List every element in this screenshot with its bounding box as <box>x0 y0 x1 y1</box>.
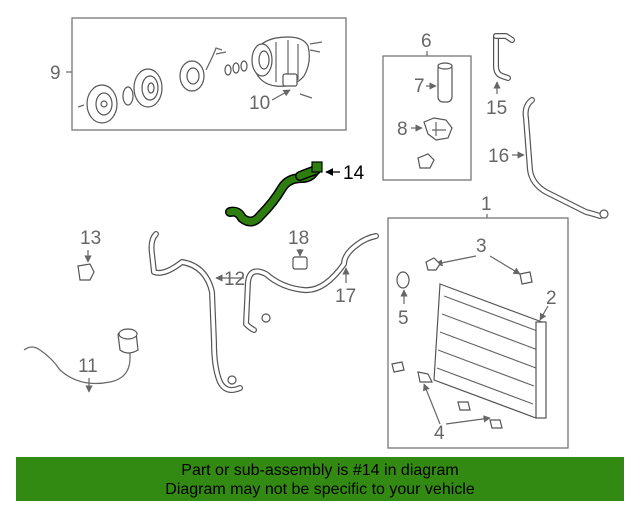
harness-11: 11 <box>23 328 139 393</box>
receiver-drier-group: 6 7 8 <box>382 31 472 181</box>
part-13: 13 <box>77 228 101 281</box>
bushing-5 <box>396 271 410 289</box>
info-banner: Part or sub-assembly is #14 in diagram D… <box>16 457 624 501</box>
condenser-tank <box>535 321 547 419</box>
callout-3: 3 <box>476 236 487 257</box>
drier-plug <box>417 153 435 169</box>
hose-12: 12 <box>148 231 245 393</box>
drier-cartridge <box>437 63 453 103</box>
callout-18: 18 <box>288 228 309 249</box>
drier-bracket <box>423 117 453 141</box>
callout-1: 1 <box>481 194 492 215</box>
callout-11: 11 <box>78 356 98 377</box>
callout-12: 12 <box>224 269 245 290</box>
callout-10: 10 <box>249 93 270 114</box>
banner-line-2: Diagram may not be specific to your vehi… <box>165 481 475 498</box>
compressor-box <box>71 17 347 131</box>
part-18: 18 <box>288 228 309 270</box>
compressor-group: 9 10 <box>50 17 347 131</box>
receiver-box <box>382 55 472 181</box>
callout-13: 13 <box>80 228 101 249</box>
bracket-13 <box>77 263 95 281</box>
callout-8: 8 <box>397 119 408 140</box>
pipe-16: 16 <box>488 97 609 219</box>
callout-2: 2 <box>546 288 557 309</box>
callout-6: 6 <box>421 31 432 52</box>
banner-line-1: Part or sub-assembly is #14 in diagram <box>181 462 459 479</box>
callout-7: 7 <box>414 76 425 97</box>
callout-17: 17 <box>335 286 356 307</box>
relief-valve <box>282 73 298 87</box>
callout-9: 9 <box>50 63 61 84</box>
pipe-15: 15 <box>486 33 515 119</box>
callout-14: 14 <box>343 163 365 184</box>
condenser-core <box>433 283 543 419</box>
callout-5: 5 <box>398 308 409 329</box>
pipe-17: 17 <box>243 233 379 333</box>
callout-16: 16 <box>488 146 509 167</box>
condenser-group: 1 3 2 5 4 <box>387 194 569 449</box>
callout-15: 15 <box>486 98 507 119</box>
condenser-box <box>387 217 569 449</box>
pipe-14-highlighted: 14 <box>225 161 365 227</box>
callout-4: 4 <box>434 423 445 444</box>
clip-18 <box>292 256 308 270</box>
